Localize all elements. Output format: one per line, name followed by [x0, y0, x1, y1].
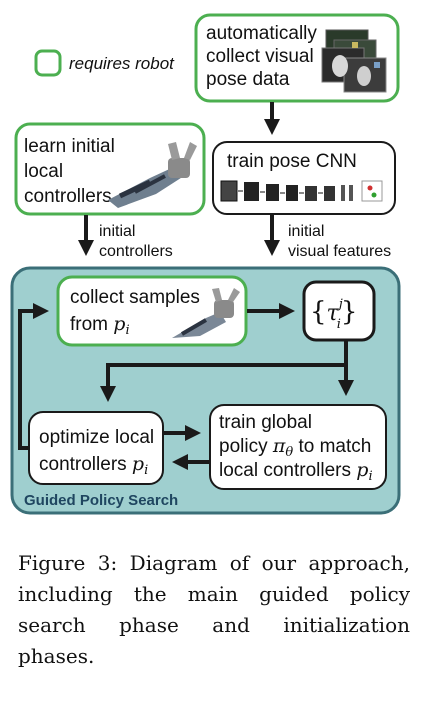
node-train-global-policy: train global policy πθ to match local co… [209, 404, 387, 490]
optimize-line-1: optimize local [39, 427, 154, 448]
collect-visual-line-2: collect visual [206, 46, 314, 67]
edge-label-initial-controllers-1: initial [99, 223, 135, 240]
edge-label-initial-visual-features-2: visual features [288, 243, 391, 260]
node-collect-visual-pose-data: automatically collect visual pose data [194, 13, 400, 103]
pose-data-image-stack [321, 29, 387, 93]
svg-text:controllers pi: controllers pi [39, 453, 148, 478]
samples-tau: τ [327, 301, 340, 326]
samples-close-brace: } [341, 297, 358, 327]
node-learn-initial-controllers: learn initial local controllers [14, 122, 206, 216]
train-global-var-p: p [356, 459, 368, 481]
arrow-optimize-loop-back [18, 303, 49, 450]
legend-robot-swatch [34, 49, 62, 77]
robot-gripper-image [172, 288, 240, 338]
caption-text: Figure 3: Diagram of our approach, inclu… [18, 551, 410, 668]
collect-samples-line-1: collect samples [70, 287, 200, 308]
samples-sub-i: i [337, 317, 341, 332]
learn-init-line-3: controllers [24, 186, 112, 207]
learn-init-line-2: local [24, 161, 63, 182]
collect-visual-line-3: pose data [206, 69, 290, 90]
optimize-sub-i: i [144, 463, 148, 478]
train-global-line-2-prefix: policy [219, 436, 273, 457]
train-global-theta: θ [285, 445, 293, 460]
optimize-line-2-prefix: controllers [39, 454, 132, 475]
figure-caption: Figure 3: Diagram of our approach, inclu… [18, 548, 410, 672]
svg-text:initial visual features: initial visual features [288, 223, 391, 260]
samples-sup-j: j [336, 297, 343, 312]
train-cnn-label: train pose CNN [227, 151, 357, 172]
train-global-line-2-suffix: to match [293, 436, 371, 457]
node-optimize-local-controllers: optimize local controllers pi [28, 411, 164, 485]
svg-text:{τji}: {τji} [310, 297, 357, 332]
node-train-pose-cnn: train pose CNN [212, 141, 396, 215]
robot-arm-image [108, 142, 197, 208]
train-global-line-1: train global [219, 412, 312, 433]
svg-text:initial controllers: initial controllers [99, 223, 173, 260]
svg-text:from pi: from pi [70, 313, 130, 338]
train-global-sub-i: i [368, 469, 372, 484]
collect-samples-sub-i: i [125, 323, 129, 338]
cnn-architecture-icon [220, 180, 383, 202]
node-collect-samples: collect samples from pi [56, 275, 248, 347]
optimize-var-p: p [132, 453, 144, 475]
learn-init-line-1: learn initial [24, 136, 115, 157]
collect-samples-line-2-prefix: from [70, 314, 113, 335]
legend-label: requires robot [69, 54, 175, 73]
svg-text:automatically collect vi: automatically collect visual pose data [206, 23, 322, 90]
guided-policy-search-label: Guided Policy Search [24, 492, 178, 509]
edge-label-initial-visual-features-1: initial [288, 223, 324, 240]
samples-open-brace: { [310, 297, 327, 327]
svg-text:policy πθ to match: policy πθ to match [219, 435, 371, 460]
svg-text:local controllers pi: local controllers pi [219, 459, 373, 484]
train-global-pi: π [272, 435, 286, 457]
edge-label-initial-controllers-2: controllers [99, 243, 173, 260]
train-global-line-3-prefix: local controllers [219, 460, 356, 481]
collect-visual-line-1: automatically [206, 23, 317, 44]
collect-samples-var-p: p [113, 313, 125, 335]
svg-text:learn initial local: learn initial local controllers [24, 136, 120, 207]
arrow-set-to-optimize [100, 341, 348, 402]
